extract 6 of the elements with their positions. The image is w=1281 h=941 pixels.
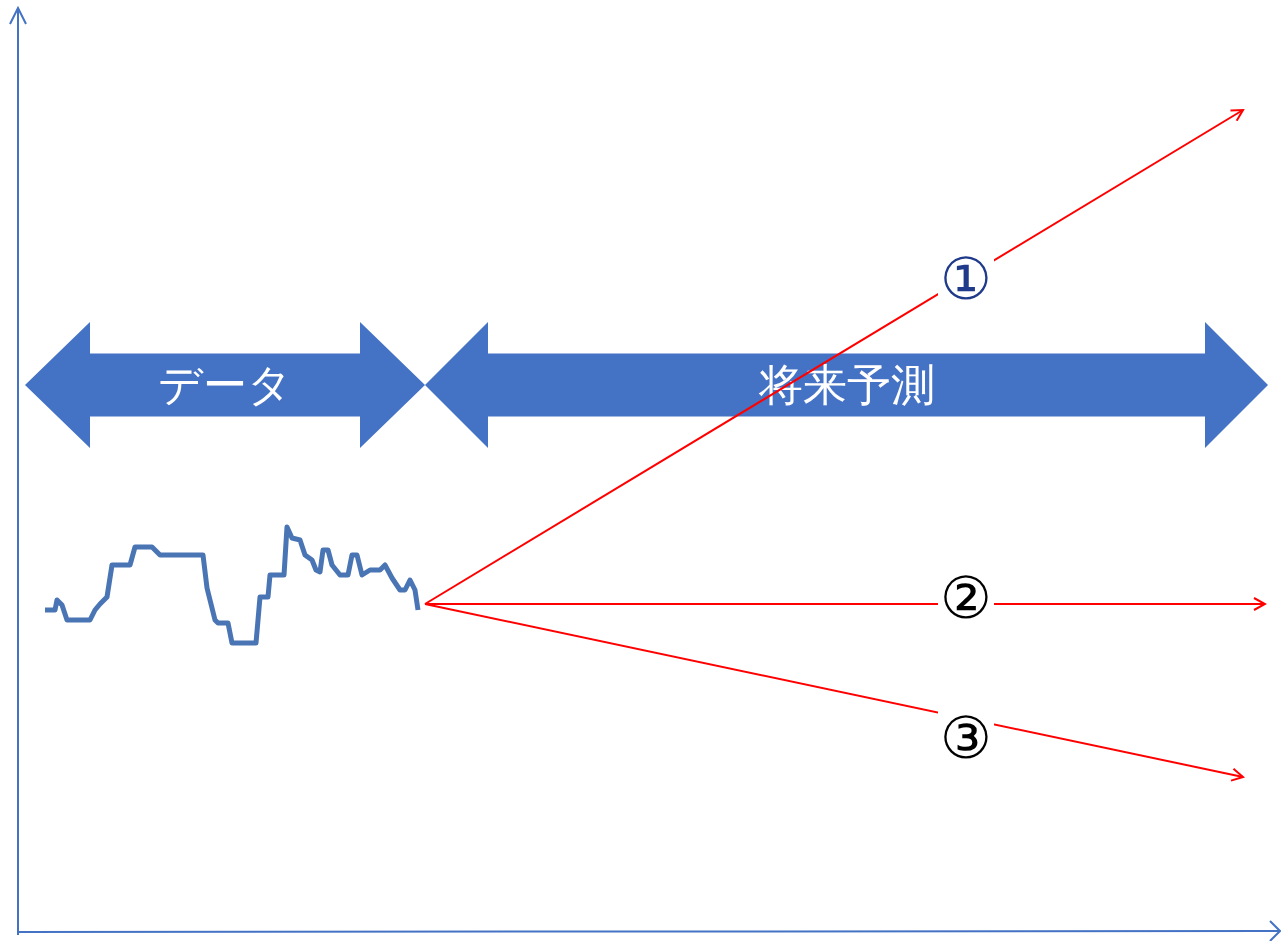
- arrow: [424, 603, 1244, 782]
- double-arrow: [25, 322, 425, 448]
- double-arrow: [425, 322, 1268, 448]
- arrow: [424, 109, 1244, 605]
- band-label: データ: [157, 358, 293, 412]
- arrow: [424, 597, 1266, 611]
